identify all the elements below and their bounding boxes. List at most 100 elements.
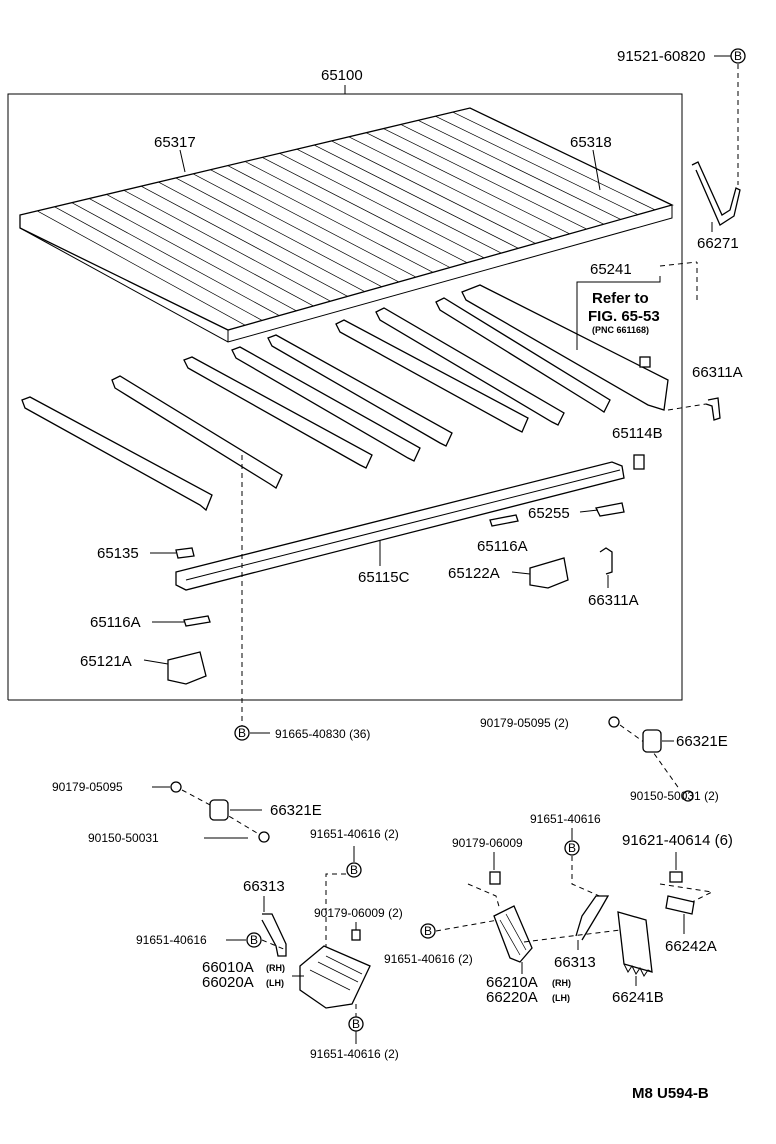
label-65241: 65241	[590, 261, 632, 278]
bracket-66210a	[493, 905, 533, 963]
label-91651-d: 91651-40616	[530, 812, 601, 826]
nut-90179-r	[608, 716, 620, 728]
part-65121a	[167, 651, 207, 685]
label-91651-a: 91651-40616 (2)	[310, 827, 399, 841]
nut-90179-06009-l	[351, 929, 361, 941]
marker-b-91651-b-text: B	[250, 933, 258, 947]
nut-90179-06009-r	[489, 871, 501, 885]
label-66241b: 66241B	[612, 989, 664, 1006]
label-90150-l: 90150-50031	[88, 831, 159, 845]
marker-b-91651-e	[420, 923, 436, 939]
label-65135: 65135	[97, 545, 139, 562]
label-90150-r: 90150-50031 (2)	[630, 789, 719, 803]
label-lh-l: (LH)	[266, 978, 284, 988]
label-65116a-mid: 65116A	[477, 538, 528, 555]
marker-b-91665	[234, 725, 250, 741]
leader-65241	[576, 276, 661, 350]
label-90179-06009-l: 90179-06009 (2)	[314, 906, 403, 920]
label-65114b: 65114B	[612, 425, 663, 442]
label-66020a: 66020A	[202, 974, 254, 991]
dash-66321e-r	[619, 724, 681, 791]
part-66313-l	[261, 913, 287, 957]
label-65100: 65100	[321, 67, 363, 84]
leader-65121a	[143, 659, 169, 665]
refer-line-2: FIG. 65-53	[588, 308, 660, 325]
dash-66210a	[523, 929, 621, 943]
label-65318: 65318	[570, 134, 612, 151]
part-66242a	[665, 895, 695, 915]
assembly-frame	[7, 85, 683, 701]
dash-66311a	[667, 403, 707, 411]
label-65115c: 65115C	[358, 569, 410, 586]
label-66313-l: 66313	[243, 878, 285, 895]
marker-b-91651-b	[246, 932, 262, 948]
cross-members	[21, 284, 669, 512]
label-90179-06009-r: 90179-06009	[452, 836, 523, 850]
part-65116a-mid	[489, 514, 519, 527]
marker-b-91651-d-text: B	[568, 841, 576, 855]
label-91665: 91665-40830 (36)	[275, 727, 370, 741]
figure-code: M8 U594-B	[632, 1085, 709, 1102]
part-66311a-top	[705, 397, 721, 421]
marker-b-91651-c-text: B	[352, 1017, 360, 1031]
label-66242a: 66242A	[665, 938, 717, 955]
marker-b-91665-text: B	[238, 726, 246, 740]
refer-line-1: Refer to	[592, 290, 649, 307]
label-90179-r: 90179-05095 (2)	[480, 716, 569, 730]
part-65135	[175, 547, 195, 559]
label-66321e-r: 66321E	[676, 733, 728, 750]
label-lh-r: (LH)	[552, 993, 570, 1003]
marker-b-91651-a	[346, 862, 362, 878]
label-91651-e: 91651-40616 (2)	[384, 952, 473, 966]
label-66271: 66271	[697, 235, 739, 252]
floor-panel	[19, 107, 674, 343]
label-90179-l: 90179-05095	[52, 780, 123, 794]
bolt-91621	[669, 871, 683, 883]
label-65122a: 65122A	[448, 565, 500, 582]
marker-b-top-text: B	[734, 49, 742, 63]
label-66220a: 66220A	[486, 989, 538, 1006]
marker-b-91651-a-text: B	[350, 863, 358, 877]
part-66311a-low	[599, 547, 613, 575]
label-91621: 91621-40614 (6)	[622, 832, 733, 849]
label-65317: 65317	[154, 134, 196, 151]
label-91651-c: 91651-40616 (2)	[310, 1047, 399, 1061]
part-66313-r	[575, 895, 610, 941]
bracket-66271	[691, 161, 741, 226]
part-66321e-l	[209, 799, 229, 821]
label-rh-r: (RH)	[552, 978, 571, 988]
label-65121a: 65121A	[80, 653, 132, 670]
leader-65255	[579, 509, 599, 513]
plate-66241b	[617, 911, 653, 973]
label-65255: 65255	[528, 505, 570, 522]
label-66321e-l: 66321E	[270, 802, 322, 819]
nut-90179-l	[170, 781, 182, 793]
label-66311a-low: 66311A	[588, 592, 639, 609]
dash-91651-b	[261, 939, 287, 951]
dash-91651-e	[435, 919, 499, 932]
label-91521: 91521-60820	[617, 48, 705, 65]
label-rh-l: (RH)	[266, 963, 285, 973]
leader-65122a	[511, 571, 531, 575]
bolt-90150-r	[682, 790, 694, 802]
refer-line-3: (PNC 661168)	[592, 325, 649, 335]
sill-65115c	[175, 461, 625, 591]
label-91651-b: 91651-40616	[136, 933, 207, 947]
part-65114b	[633, 454, 645, 470]
bolt-90150-l	[258, 831, 270, 843]
leader-65318	[592, 149, 601, 191]
dash-91651-a	[325, 873, 346, 950]
label-66311a-top: 66311A	[692, 364, 743, 381]
label-66313-r: 66313	[554, 954, 596, 971]
label-65116a-left: 65116A	[90, 614, 141, 631]
label-66210a: 66210A	[486, 974, 538, 991]
marker-b-91651-e-text: B	[424, 924, 432, 938]
dash-66321e-l	[181, 789, 263, 837]
dash-90179-06009-r	[467, 883, 501, 911]
part-65116a-left	[183, 615, 211, 627]
part-66321e-r	[642, 729, 662, 753]
label-66010a: 66010A	[202, 959, 254, 976]
part-65255	[595, 502, 625, 517]
marker-b-91651-d	[564, 840, 580, 856]
